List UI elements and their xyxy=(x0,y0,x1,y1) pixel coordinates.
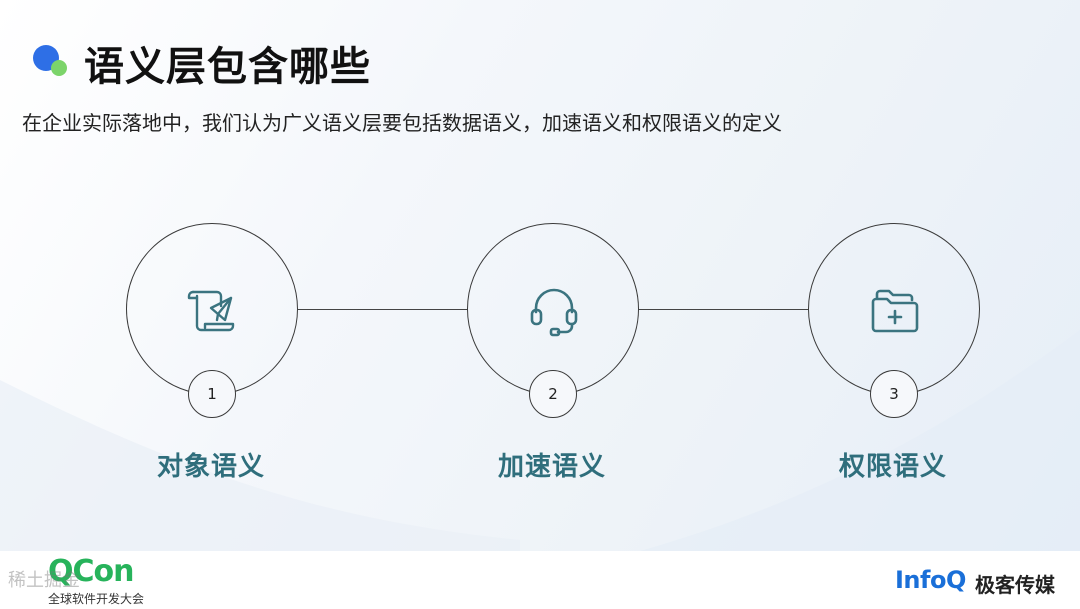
item-circle-1 xyxy=(126,223,298,395)
qcon-subtitle: 全球软件开发大会 xyxy=(48,592,145,606)
qcon-logo: QCon xyxy=(48,554,134,589)
headset-icon xyxy=(530,288,578,337)
watermark: 稀土掘金 xyxy=(8,570,80,591)
scroll-paper-plane-icon xyxy=(187,290,235,332)
item-number-2: 2 xyxy=(529,370,577,418)
item-number-1: 1 xyxy=(188,370,236,418)
page-title: 语义层包含哪些 xyxy=(84,44,371,90)
geek-media-logo: 极客传媒 xyxy=(975,573,1055,597)
infoq-logo: InfoQ xyxy=(895,566,966,594)
item-number-3: 3 xyxy=(870,370,918,418)
item-circle-3 xyxy=(808,223,980,395)
title-bullet-green xyxy=(51,60,67,76)
page-subtitle: 在企业实际落地中，我们认为广义语义层要包括数据语义，加速语义和权限语义的定义 xyxy=(22,111,782,135)
connector-line-2-3 xyxy=(639,309,809,310)
item-label-3: 权限语义 xyxy=(838,452,947,482)
footer-bar xyxy=(0,551,1080,609)
connector-line-1-2 xyxy=(298,309,468,310)
item-label-1: 对象语义 xyxy=(156,452,265,482)
background-wave xyxy=(0,330,1080,551)
folder-plus-icon xyxy=(871,289,919,333)
item-label-2: 加速语义 xyxy=(497,452,606,482)
